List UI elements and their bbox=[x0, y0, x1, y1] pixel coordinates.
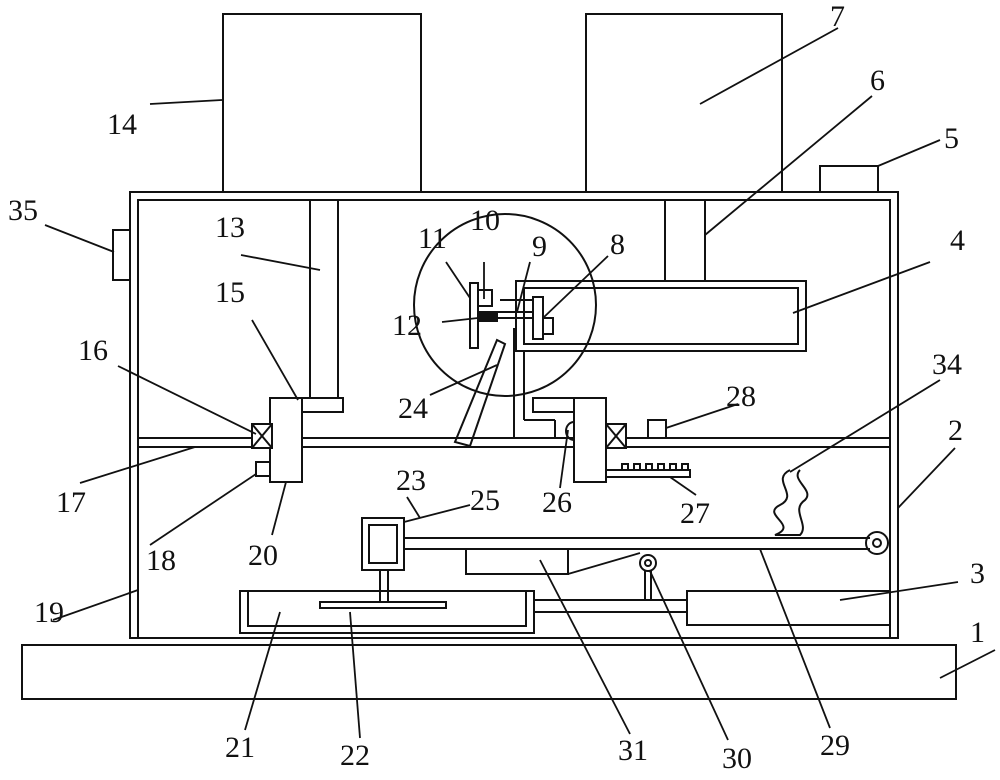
label-17: 17 bbox=[56, 486, 86, 519]
actuator bbox=[534, 590, 891, 626]
label-16: 16 bbox=[78, 334, 108, 367]
seal-block bbox=[478, 313, 498, 322]
cylinder-top bbox=[515, 280, 807, 352]
side-box bbox=[112, 229, 131, 281]
label-4: 4 bbox=[950, 224, 965, 257]
base-plate bbox=[21, 644, 957, 700]
label-26: 26 bbox=[542, 486, 572, 519]
leader-lines bbox=[44, 27, 996, 741]
label-12: 12 bbox=[392, 309, 422, 342]
tank-left bbox=[222, 13, 422, 193]
label-8: 8 bbox=[610, 228, 625, 261]
label-18: 18 bbox=[146, 544, 176, 577]
tank-right bbox=[585, 13, 783, 193]
label-30: 30 bbox=[722, 742, 752, 775]
label-21: 21 bbox=[225, 731, 255, 764]
pulley bbox=[639, 554, 657, 600]
detail-circle bbox=[413, 213, 597, 397]
lower-block bbox=[465, 548, 569, 575]
pipe-right bbox=[664, 200, 706, 281]
label-29: 29 bbox=[820, 729, 850, 762]
label-23: 23 bbox=[396, 464, 426, 497]
piston-assembly bbox=[469, 282, 554, 349]
label-34: 34 bbox=[932, 348, 962, 381]
guide-rail bbox=[138, 437, 890, 448]
pipe-left bbox=[309, 200, 339, 398]
part-labels: 1 2 3 4 5 6 7 8 9 10 11 12 13 14 15 16 1… bbox=[8, 0, 985, 775]
rack-gear bbox=[605, 463, 691, 478]
top-box bbox=[819, 165, 879, 193]
label-35: 35 bbox=[8, 194, 38, 227]
label-9: 9 bbox=[532, 230, 547, 263]
left-clamp bbox=[251, 397, 344, 483]
label-2: 2 bbox=[948, 414, 963, 447]
sensor-box bbox=[647, 419, 667, 439]
spring bbox=[773, 469, 809, 536]
label-13: 13 bbox=[215, 211, 245, 244]
label-31: 31 bbox=[618, 734, 648, 767]
label-7: 7 bbox=[830, 0, 845, 33]
label-20: 20 bbox=[248, 539, 278, 572]
label-3: 3 bbox=[970, 557, 985, 590]
right-clamp bbox=[532, 397, 627, 483]
label-5: 5 bbox=[944, 122, 959, 155]
label-19: 19 bbox=[34, 596, 64, 629]
belt bbox=[403, 531, 889, 555]
label-6: 6 bbox=[870, 64, 885, 97]
housing bbox=[129, 191, 899, 639]
label-14: 14 bbox=[107, 108, 137, 141]
label-1: 1 bbox=[970, 616, 985, 649]
label-10: 10 bbox=[470, 204, 500, 237]
label-15: 15 bbox=[215, 276, 245, 309]
label-27: 27 bbox=[680, 497, 710, 530]
label-11: 11 bbox=[418, 222, 447, 255]
label-22: 22 bbox=[340, 739, 370, 772]
label-24: 24 bbox=[398, 392, 428, 425]
motor bbox=[361, 517, 405, 602]
label-28: 28 bbox=[726, 380, 756, 413]
label-25: 25 bbox=[470, 484, 500, 517]
